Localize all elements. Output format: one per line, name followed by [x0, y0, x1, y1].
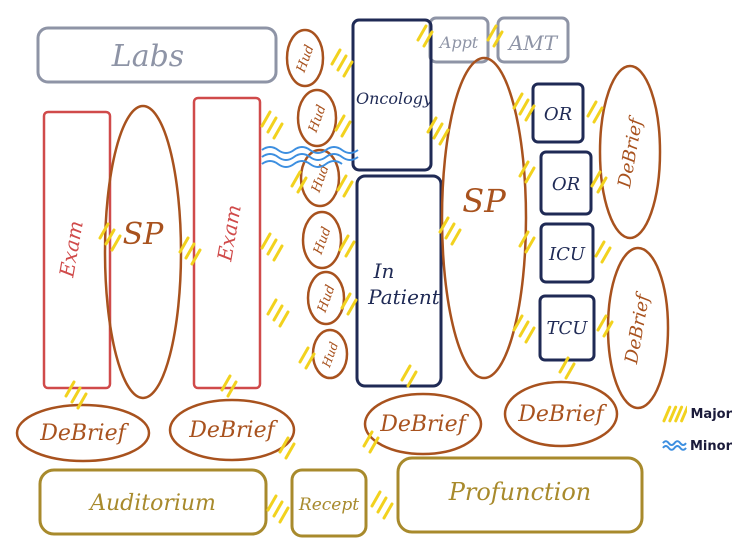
recept-label: Recept [298, 495, 359, 515]
exam-room-2-label: Exam [212, 203, 246, 264]
appt-label: Appt [438, 33, 479, 52]
major-hatch-icon [662, 405, 688, 423]
debrief-right-upper [598, 64, 662, 240]
debrief-right-upper-label: DeBrief [614, 113, 648, 190]
debrief-bottom-3 [363, 392, 483, 456]
minor-connection [261, 146, 359, 168]
hud-oval-3 [299, 148, 341, 208]
oncology-label: Oncology [356, 89, 433, 108]
hud-oval-1 [285, 28, 325, 88]
legend-major-label: Major [690, 406, 732, 422]
hud-label-4: Hud [311, 225, 335, 257]
inpatient-room [355, 174, 443, 388]
exam-room-1-label: Exam [54, 219, 88, 280]
hud-ovals: Hud Hud Hud Hud Hud Hud [285, 28, 349, 380]
profunction-box [396, 456, 644, 534]
major-connections [64, 24, 614, 524]
auditorium-label: Auditorium [88, 491, 216, 516]
or-room-1 [531, 82, 585, 144]
hud-oval-2 [296, 88, 338, 148]
debrief-bottom-2 [168, 398, 296, 462]
or-room-1-label: OR [544, 104, 572, 125]
inpatient-label-line2: Patient [367, 285, 441, 309]
hud-oval-5 [306, 270, 346, 326]
amt-label: AMT [507, 31, 559, 55]
debrief-bottom-3-label: DeBrief [379, 412, 469, 437]
legend-major: Major [662, 402, 732, 426]
labs-box [36, 26, 278, 84]
debrief-right-lower-label: DeBrief [621, 289, 655, 366]
hud-label-3: Hud [309, 163, 333, 195]
hud-label-2: Hud [306, 103, 330, 135]
recept-box [290, 468, 368, 538]
inpatient-label-line1: In [373, 259, 395, 283]
debrief-bottom-2-label: DeBrief [188, 418, 278, 443]
debrief-bottom-1-label: DeBrief [39, 421, 129, 446]
legend: Major Minor [662, 402, 732, 466]
or-room-2-label: OR [552, 174, 580, 195]
hud-label-1: Hud [294, 43, 318, 75]
labs-label: Labs [111, 39, 184, 74]
sp-right [440, 56, 528, 380]
sp-left [103, 104, 183, 400]
auditorium-box [38, 468, 268, 536]
hud-label-6: Hud [319, 340, 341, 370]
or-room-2 [539, 150, 593, 216]
sp-left-label: SP [123, 217, 165, 252]
oncology-room [351, 18, 433, 172]
icu-label: ICU [548, 244, 586, 265]
profunction-label: Profunction [448, 478, 592, 506]
tcu-label: TCU [547, 318, 589, 339]
legend-minor: Minor [662, 434, 732, 458]
debrief-bottom-4 [503, 380, 619, 448]
debrief-bottom-4-label: DeBrief [517, 402, 607, 427]
icu-room [539, 222, 595, 284]
debrief-bottom-1 [15, 403, 151, 463]
hud-oval-4 [301, 210, 343, 270]
hud-label-5: Hud [315, 283, 339, 315]
legend-minor-label: Minor [690, 438, 732, 454]
sp-right-label: SP [462, 182, 506, 220]
minor-squiggle-icon [662, 440, 687, 451]
exam-room-1 [42, 110, 112, 390]
